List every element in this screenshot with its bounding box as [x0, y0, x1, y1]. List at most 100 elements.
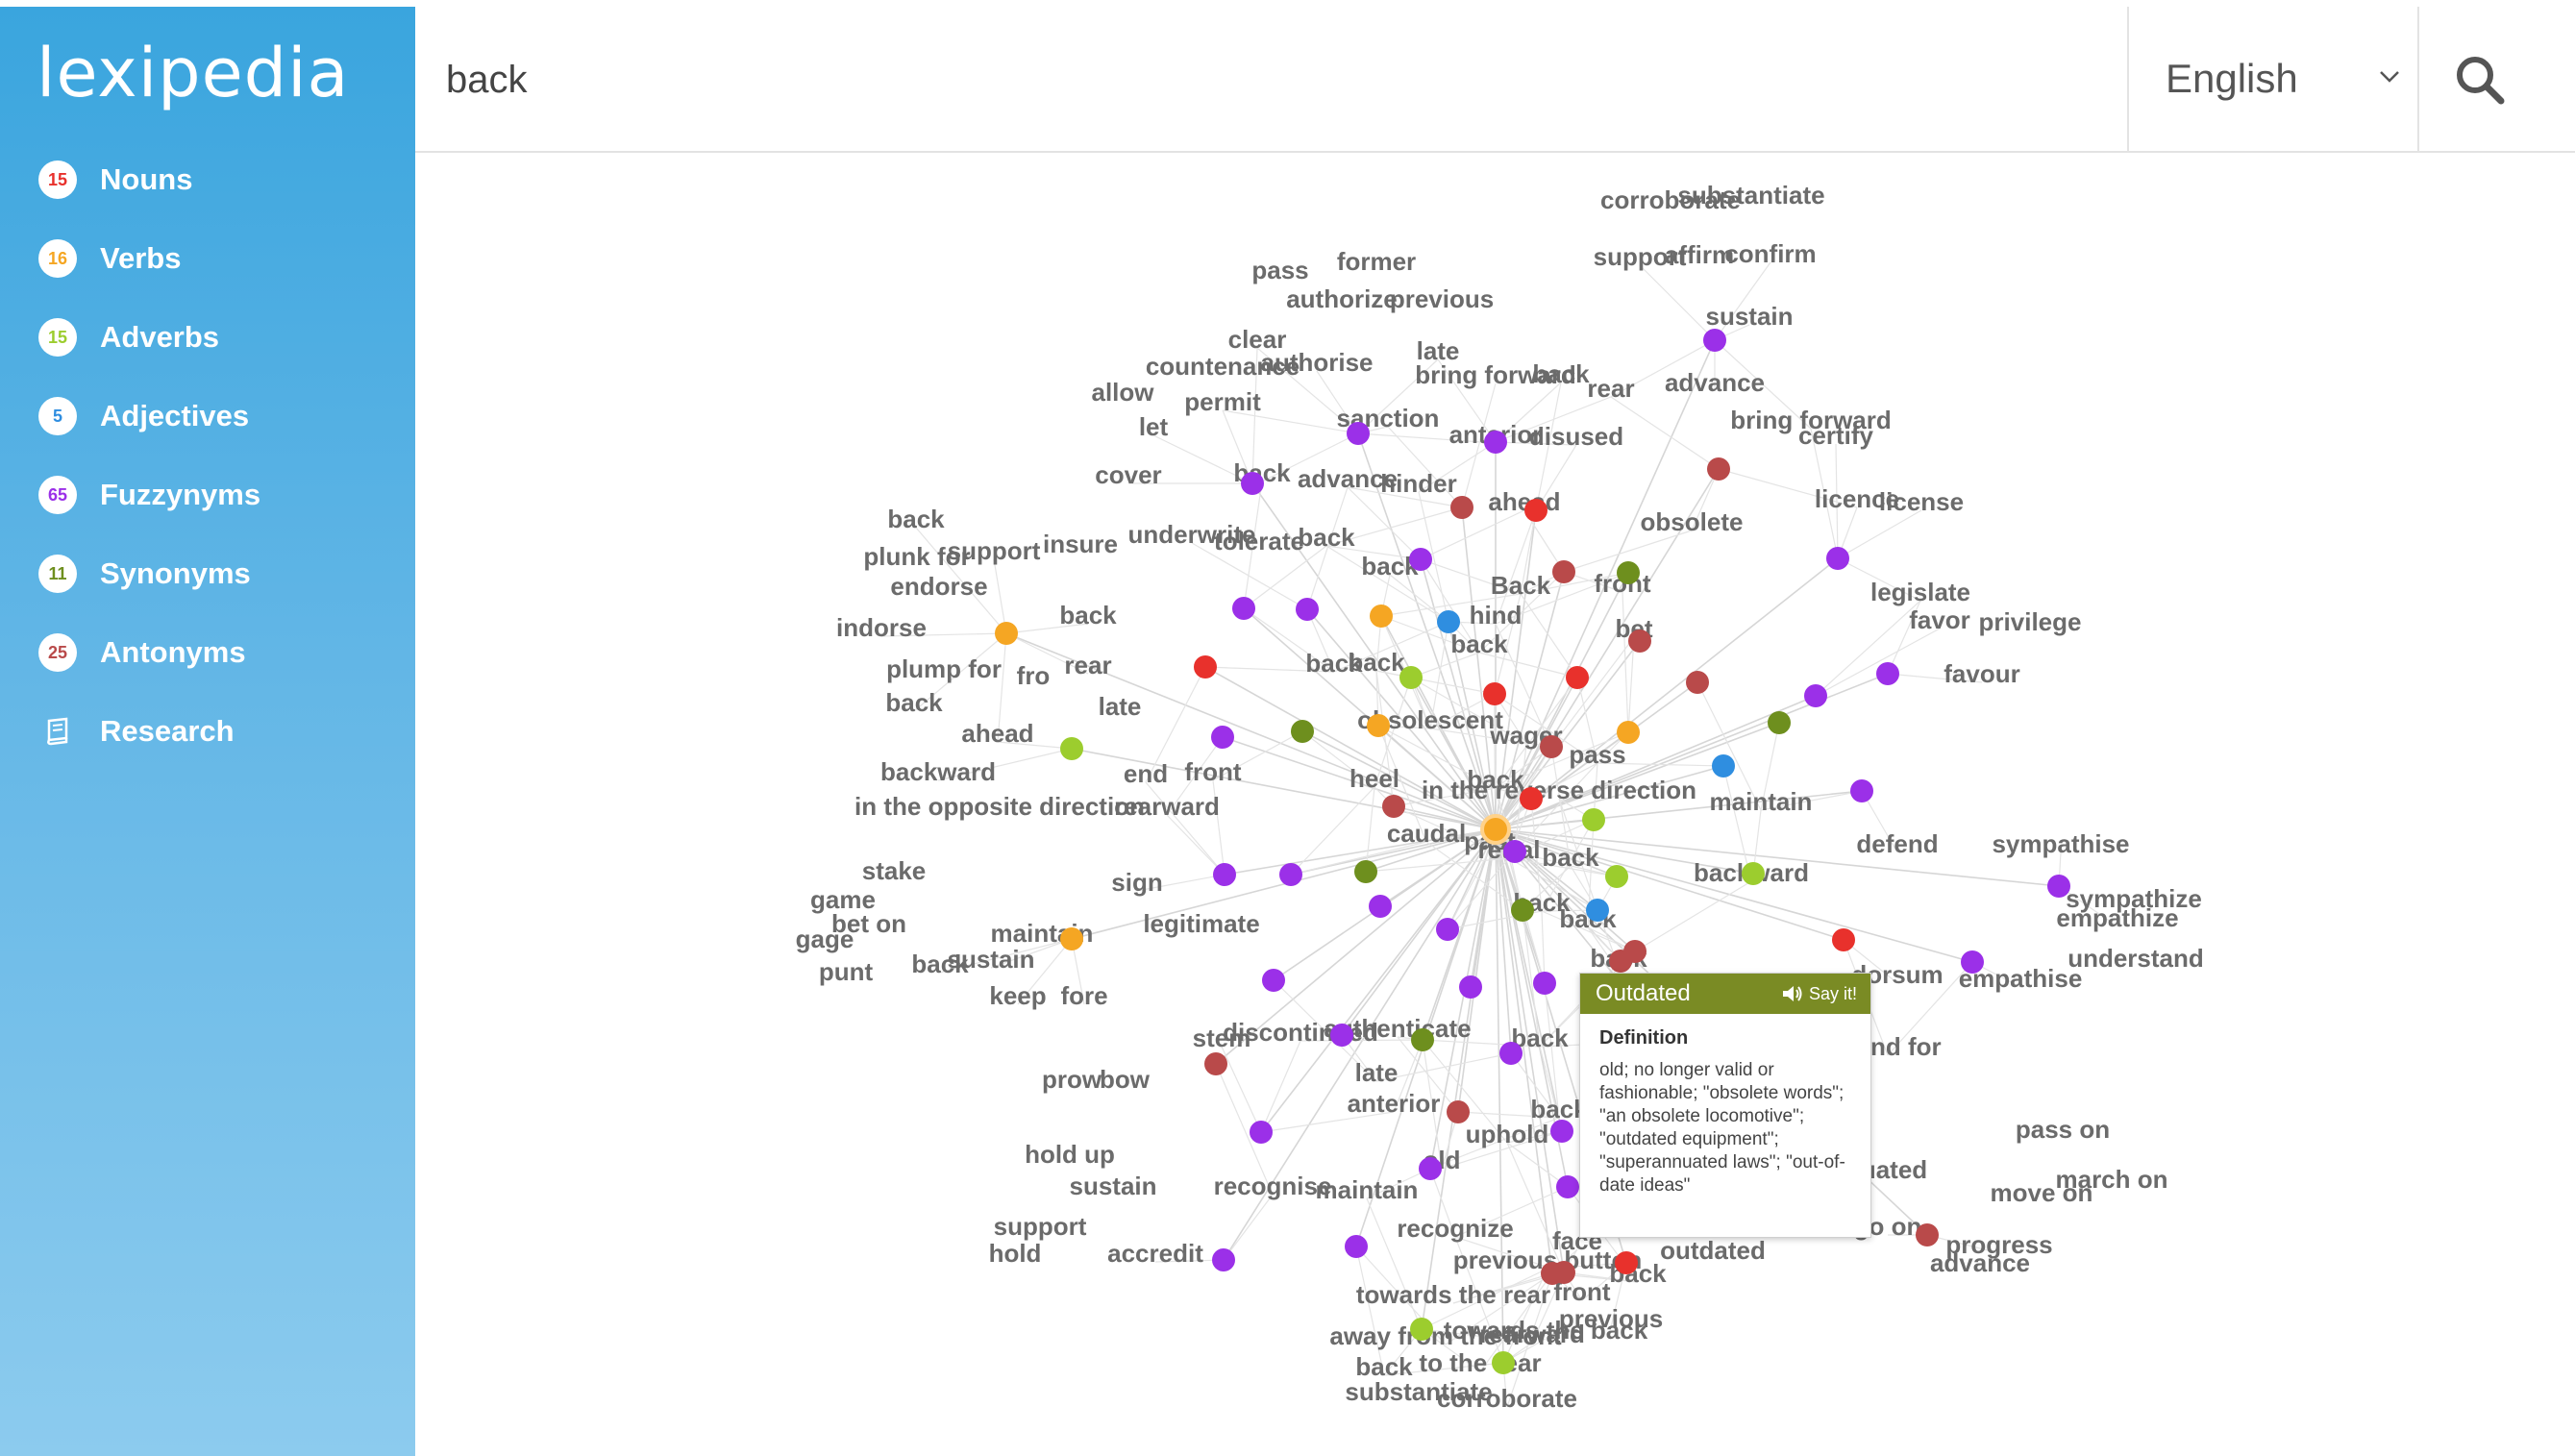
- graph-word-label[interactable]: to the rear: [1419, 1348, 1541, 1377]
- graph-word-label[interactable]: maintain: [1710, 787, 1813, 816]
- graph-word-label[interactable]: back: [885, 688, 943, 717]
- graph-node-adverb[interactable]: [1605, 865, 1628, 888]
- graph-word-label[interactable]: support: [994, 1212, 1087, 1241]
- search-input[interactable]: [444, 31, 2082, 129]
- graph-node-adverb[interactable]: [1060, 737, 1083, 760]
- graph-node-fuzzynym[interactable]: [1241, 472, 1264, 495]
- graph-node-antonym[interactable]: [1540, 735, 1563, 758]
- graph-word-label[interactable]: front: [1184, 757, 1242, 786]
- graph-word-label[interactable]: sympathise: [1992, 829, 2129, 858]
- graph-node-antonym[interactable]: [1450, 496, 1473, 519]
- graph-word-label[interactable]: end: [1124, 759, 1168, 788]
- graph-word-label[interactable]: maintain: [1316, 1175, 1419, 1204]
- graph-node-synonym[interactable]: [1411, 1028, 1434, 1051]
- graph-node-antonym[interactable]: [1707, 457, 1730, 481]
- graph-word-label[interactable]: Back: [1491, 571, 1551, 600]
- graph-node-fuzzynym[interactable]: [1213, 863, 1236, 886]
- graph-node-noun[interactable]: [1520, 787, 1543, 810]
- graph-word-label[interactable]: disused: [1529, 422, 1623, 451]
- graph-word-label[interactable]: favour: [1944, 659, 2019, 688]
- graph-node-antonym[interactable]: [1609, 950, 1632, 973]
- graph-word-label[interactable]: permit: [1184, 387, 1261, 416]
- graph-node-fuzzynym[interactable]: [1345, 1235, 1368, 1258]
- graph-word-label[interactable]: obsolete: [1641, 507, 1744, 536]
- graph-word-label[interactable]: substantiate: [1677, 181, 1824, 210]
- sidebar-item-adverbs[interactable]: 15Adverbs: [38, 308, 219, 366]
- graph-word-label[interactable]: anterior: [1348, 1089, 1441, 1118]
- graph-word-label[interactable]: legitimate: [1143, 909, 1259, 938]
- graph-node-noun[interactable]: [1483, 682, 1506, 705]
- graph-word-label[interactable]: hinder: [1380, 469, 1456, 498]
- graph-node-antonym[interactable]: [1552, 560, 1575, 583]
- graph-word-label[interactable]: privilege: [1979, 607, 2082, 636]
- graph-word-label[interactable]: let: [1139, 412, 1169, 441]
- graph-node-adverb[interactable]: [1742, 862, 1765, 885]
- graph-word-label[interactable]: ahead: [1488, 487, 1560, 516]
- graph-node-noun[interactable]: [1524, 499, 1547, 522]
- graph-word-label[interactable]: affirm: [1665, 240, 1734, 269]
- graph-node-noun[interactable]: [1566, 666, 1589, 689]
- graph-node-fuzzynym[interactable]: [1703, 329, 1726, 352]
- graph-word-label[interactable]: endorse: [890, 572, 987, 601]
- graph-word-label[interactable]: back: [1450, 629, 1508, 658]
- graph-node-fuzzynym[interactable]: [1279, 863, 1302, 886]
- graph-word-label[interactable]: former: [1337, 247, 1416, 276]
- graph-node-verb[interactable]: [1617, 721, 1640, 744]
- graph-word-label[interactable]: stake: [862, 856, 927, 885]
- sidebar-item-synonyms[interactable]: 11Synonyms: [38, 545, 251, 603]
- graph-word-label[interactable]: caudal: [1387, 819, 1466, 848]
- graph-word-label[interactable]: understand: [2067, 944, 2204, 973]
- graph-node-fuzzynym[interactable]: [1876, 662, 1899, 685]
- graph-word-label[interactable]: back: [1059, 601, 1117, 629]
- graph-word-label[interactable]: cover: [1095, 460, 1161, 489]
- graph-word-label[interactable]: hold up: [1025, 1140, 1115, 1169]
- graph-node-fuzzynym[interactable]: [2047, 875, 2070, 898]
- graph-word-label[interactable]: authorize: [1286, 284, 1398, 313]
- graph-word-label[interactable]: authorise: [1260, 348, 1373, 377]
- graph-word-label[interactable]: back: [911, 950, 969, 978]
- graph-node-noun[interactable]: [1194, 655, 1217, 679]
- graph-node-antonym[interactable]: [1686, 671, 1709, 694]
- graph-node-verb[interactable]: [1060, 927, 1083, 950]
- sidebar-item-nouns[interactable]: 15Nouns: [38, 151, 192, 209]
- sidebar-item-verbs[interactable]: 16Verbs: [38, 230, 181, 287]
- graph-node-fuzzynym[interactable]: [1347, 422, 1370, 445]
- graph-node-fuzzynym[interactable]: [1503, 840, 1526, 863]
- graph-node-fuzzynym[interactable]: [1804, 684, 1827, 707]
- graph-word-label[interactable]: fore: [1060, 981, 1107, 1010]
- graph-word-label[interactable]: rearward: [1114, 792, 1220, 821]
- graph-node-fuzzynym[interactable]: [1212, 1248, 1235, 1271]
- graph-word-label[interactable]: sign: [1111, 868, 1162, 897]
- graph-node-fuzzynym[interactable]: [1436, 918, 1459, 941]
- sidebar-item-antonyms[interactable]: 25Antonyms: [38, 624, 246, 681]
- graph-word-label[interactable]: empathize: [2056, 903, 2178, 932]
- graph-node-adverb[interactable]: [1399, 666, 1423, 689]
- graph-node-adverb[interactable]: [1492, 1351, 1515, 1374]
- graph-node-verb[interactable]: [995, 622, 1018, 645]
- sidebar-item-fuzzynyms[interactable]: 65Fuzzynyms: [38, 466, 260, 524]
- graph-word-label[interactable]: punt: [819, 957, 874, 986]
- graph-word-label[interactable]: plunk for: [863, 542, 970, 571]
- graph-node-synonym[interactable]: [1768, 711, 1791, 734]
- sidebar-item-research[interactable]: Research: [38, 703, 235, 760]
- graph-word-label[interactable]: pass on: [2016, 1115, 2110, 1144]
- graph-word-label[interactable]: uphold: [1466, 1120, 1549, 1148]
- sidebar-item-adjectives[interactable]: 5Adjectives: [38, 387, 249, 445]
- graph-word-label[interactable]: pass: [1251, 256, 1308, 284]
- graph-word-label[interactable]: towards the back: [1444, 1316, 1648, 1345]
- graph-node-antonym[interactable]: [1204, 1052, 1227, 1075]
- search-icon[interactable]: [2453, 53, 2507, 107]
- graph-word-label[interactable]: move on: [1991, 1178, 2093, 1207]
- graph-node-adverb[interactable]: [1410, 1318, 1433, 1341]
- graph-node-adjective[interactable]: [1586, 899, 1609, 922]
- graph-node-fuzzynym[interactable]: [1499, 1042, 1523, 1065]
- graph-node-fuzzynym[interactable]: [1961, 950, 1984, 974]
- graph-word-label[interactable]: heel: [1349, 764, 1399, 793]
- graph-node-adverb[interactable]: [1582, 808, 1605, 831]
- graph-word-label[interactable]: license: [1879, 487, 1964, 516]
- graph-word-label[interactable]: late: [1099, 692, 1142, 721]
- graph-word-label[interactable]: advance: [1665, 368, 1765, 397]
- graph-word-label[interactable]: back: [1542, 843, 1599, 872]
- graph-node-fuzzynym[interactable]: [1296, 598, 1319, 621]
- graph-word-label[interactable]: sustain: [1705, 302, 1793, 331]
